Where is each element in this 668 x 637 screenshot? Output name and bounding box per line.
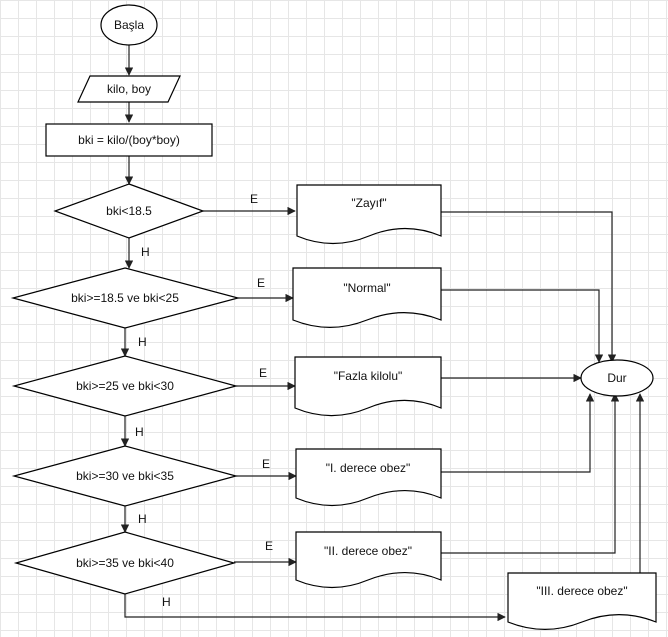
output-obez-3[interactable]: "III. derece obez" <box>507 572 657 631</box>
no-label-1: H <box>141 245 150 259</box>
decision-3-label: bki>=25 ve bki<30 <box>76 379 174 393</box>
no-label-4: H <box>138 512 147 526</box>
yes-label-5: E <box>265 539 273 553</box>
process-node[interactable]: bki = kilo/(boy*boy) <box>45 123 213 157</box>
output-obez-2-label: "II. derece obez" <box>324 544 412 558</box>
decision-2[interactable]: bki>=18.5 ve bki<25 <box>10 267 241 329</box>
decision-1[interactable]: bki<18.5 <box>53 183 205 239</box>
start-label: Başla <box>114 18 144 32</box>
output-obez-1[interactable]: "I. derece obez" <box>295 448 442 507</box>
output-zayif[interactable]: "Zayıf" <box>296 184 442 245</box>
edge-obez1-to-dur <box>441 393 595 473</box>
output-obez-2[interactable]: "II. derece obez" <box>295 531 442 589</box>
output-normal[interactable]: "Normal" <box>292 267 442 329</box>
yes-label-1: E <box>250 192 258 206</box>
decision-1-label: bki<18.5 <box>106 204 152 218</box>
branch-labels: E E E E E H H H H H <box>135 192 273 609</box>
yes-label-3: E <box>259 366 267 380</box>
no-label-2: H <box>138 335 147 349</box>
yes-label-4: E <box>262 457 270 471</box>
input-label: kilo, boy <box>107 82 151 96</box>
no-label-5: H <box>162 595 171 609</box>
output-normal-label: "Normal" <box>343 281 390 295</box>
input-node[interactable]: kilo, boy <box>77 75 181 103</box>
end-node[interactable]: Dur <box>580 359 654 397</box>
no-label-3: H <box>135 425 144 439</box>
output-fazla-kilolu-label: "Fazla kilolu" <box>334 369 403 383</box>
decision-2-label: bki>=18.5 ve bki<25 <box>71 291 179 305</box>
output-obez-1-label: "I. derece obez" <box>326 461 411 475</box>
decision-4[interactable]: bki>=30 ve bki<35 <box>11 445 239 507</box>
decision-4-label: bki>=30 ve bki<35 <box>76 469 174 483</box>
process-label: bki = kilo/(boy*boy) <box>78 133 180 147</box>
yes-label-2: E <box>257 276 265 290</box>
end-label: Dur <box>607 371 626 385</box>
edge-decision-5-no <box>124 594 506 622</box>
decision-3[interactable]: bki>=25 ve bki<30 <box>11 355 239 417</box>
connectors <box>120 45 645 622</box>
edge-zayif-to-dur <box>441 211 617 363</box>
output-fazla-kilolu[interactable]: "Fazla kilolu" <box>294 356 442 417</box>
decision-5-label: bki>=35 ve bki<40 <box>76 556 174 570</box>
start-node[interactable]: Başla <box>100 4 158 46</box>
edge-normal-to-dur <box>441 289 604 363</box>
edge-obez2-to-dur <box>441 393 620 554</box>
decision-5[interactable]: bki>=35 ve bki<40 <box>13 531 237 595</box>
output-zayif-label: "Zayıf" <box>351 196 386 210</box>
output-obez-3-label: "III. derece obez" <box>536 584 627 598</box>
